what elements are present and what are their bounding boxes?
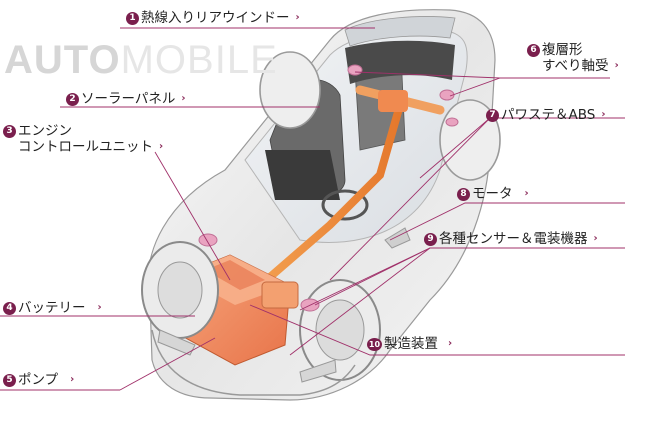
chevron-right-icon: ›: [98, 300, 102, 316]
chevron-right-icon: ›: [181, 91, 185, 107]
number-badge: 8: [457, 188, 470, 201]
watermark-bold: AUTO: [4, 38, 121, 82]
label-text: バッテリー: [18, 300, 86, 316]
label-text: 熱線入りリアウインドー: [141, 10, 290, 26]
number-badge: 4: [3, 302, 16, 315]
chevron-right-icon: ›: [615, 58, 619, 74]
label-text: 複層形 すべり軸受: [542, 42, 609, 74]
number-badge: 3: [3, 125, 16, 138]
label-text: ポンプ: [18, 372, 58, 388]
label-text: 各種センサー＆電装機器: [439, 231, 588, 247]
number-badge: 1: [126, 12, 139, 25]
number-badge: 9: [424, 233, 437, 246]
seat-cushion-left: [265, 150, 340, 200]
chevron-right-icon: ›: [159, 139, 163, 155]
chevron-right-icon: ›: [448, 336, 452, 352]
chevron-right-icon: ›: [296, 10, 300, 26]
engine-part: [262, 282, 298, 308]
label-text: エンジン コントロールユニット: [18, 123, 153, 155]
bearing-rear-left: [348, 65, 362, 75]
automobile-watermark: AUTOMOBILE: [4, 40, 278, 80]
number-badge: 6: [527, 44, 540, 57]
label-text: 製造装置: [384, 336, 438, 352]
number-badge: 5: [3, 374, 16, 387]
number-badge: 7: [486, 109, 499, 122]
bearing-rear-mid: [446, 118, 458, 126]
watermark-thin: MOBILE: [121, 38, 278, 82]
chevron-right-icon: ›: [70, 372, 74, 388]
label-text: パワステ＆ABS: [501, 107, 595, 123]
chevron-right-icon: ›: [594, 231, 598, 247]
label-text: ソーラーパネル: [81, 91, 175, 107]
rear-differential: [378, 90, 408, 112]
chevron-right-icon: ›: [525, 186, 529, 202]
number-badge: 2: [66, 93, 79, 106]
label-text: モータ: [472, 186, 513, 202]
number-badge: 10: [367, 338, 382, 351]
bearing-front-left: [199, 234, 217, 246]
chevron-right-icon: ›: [601, 107, 605, 123]
